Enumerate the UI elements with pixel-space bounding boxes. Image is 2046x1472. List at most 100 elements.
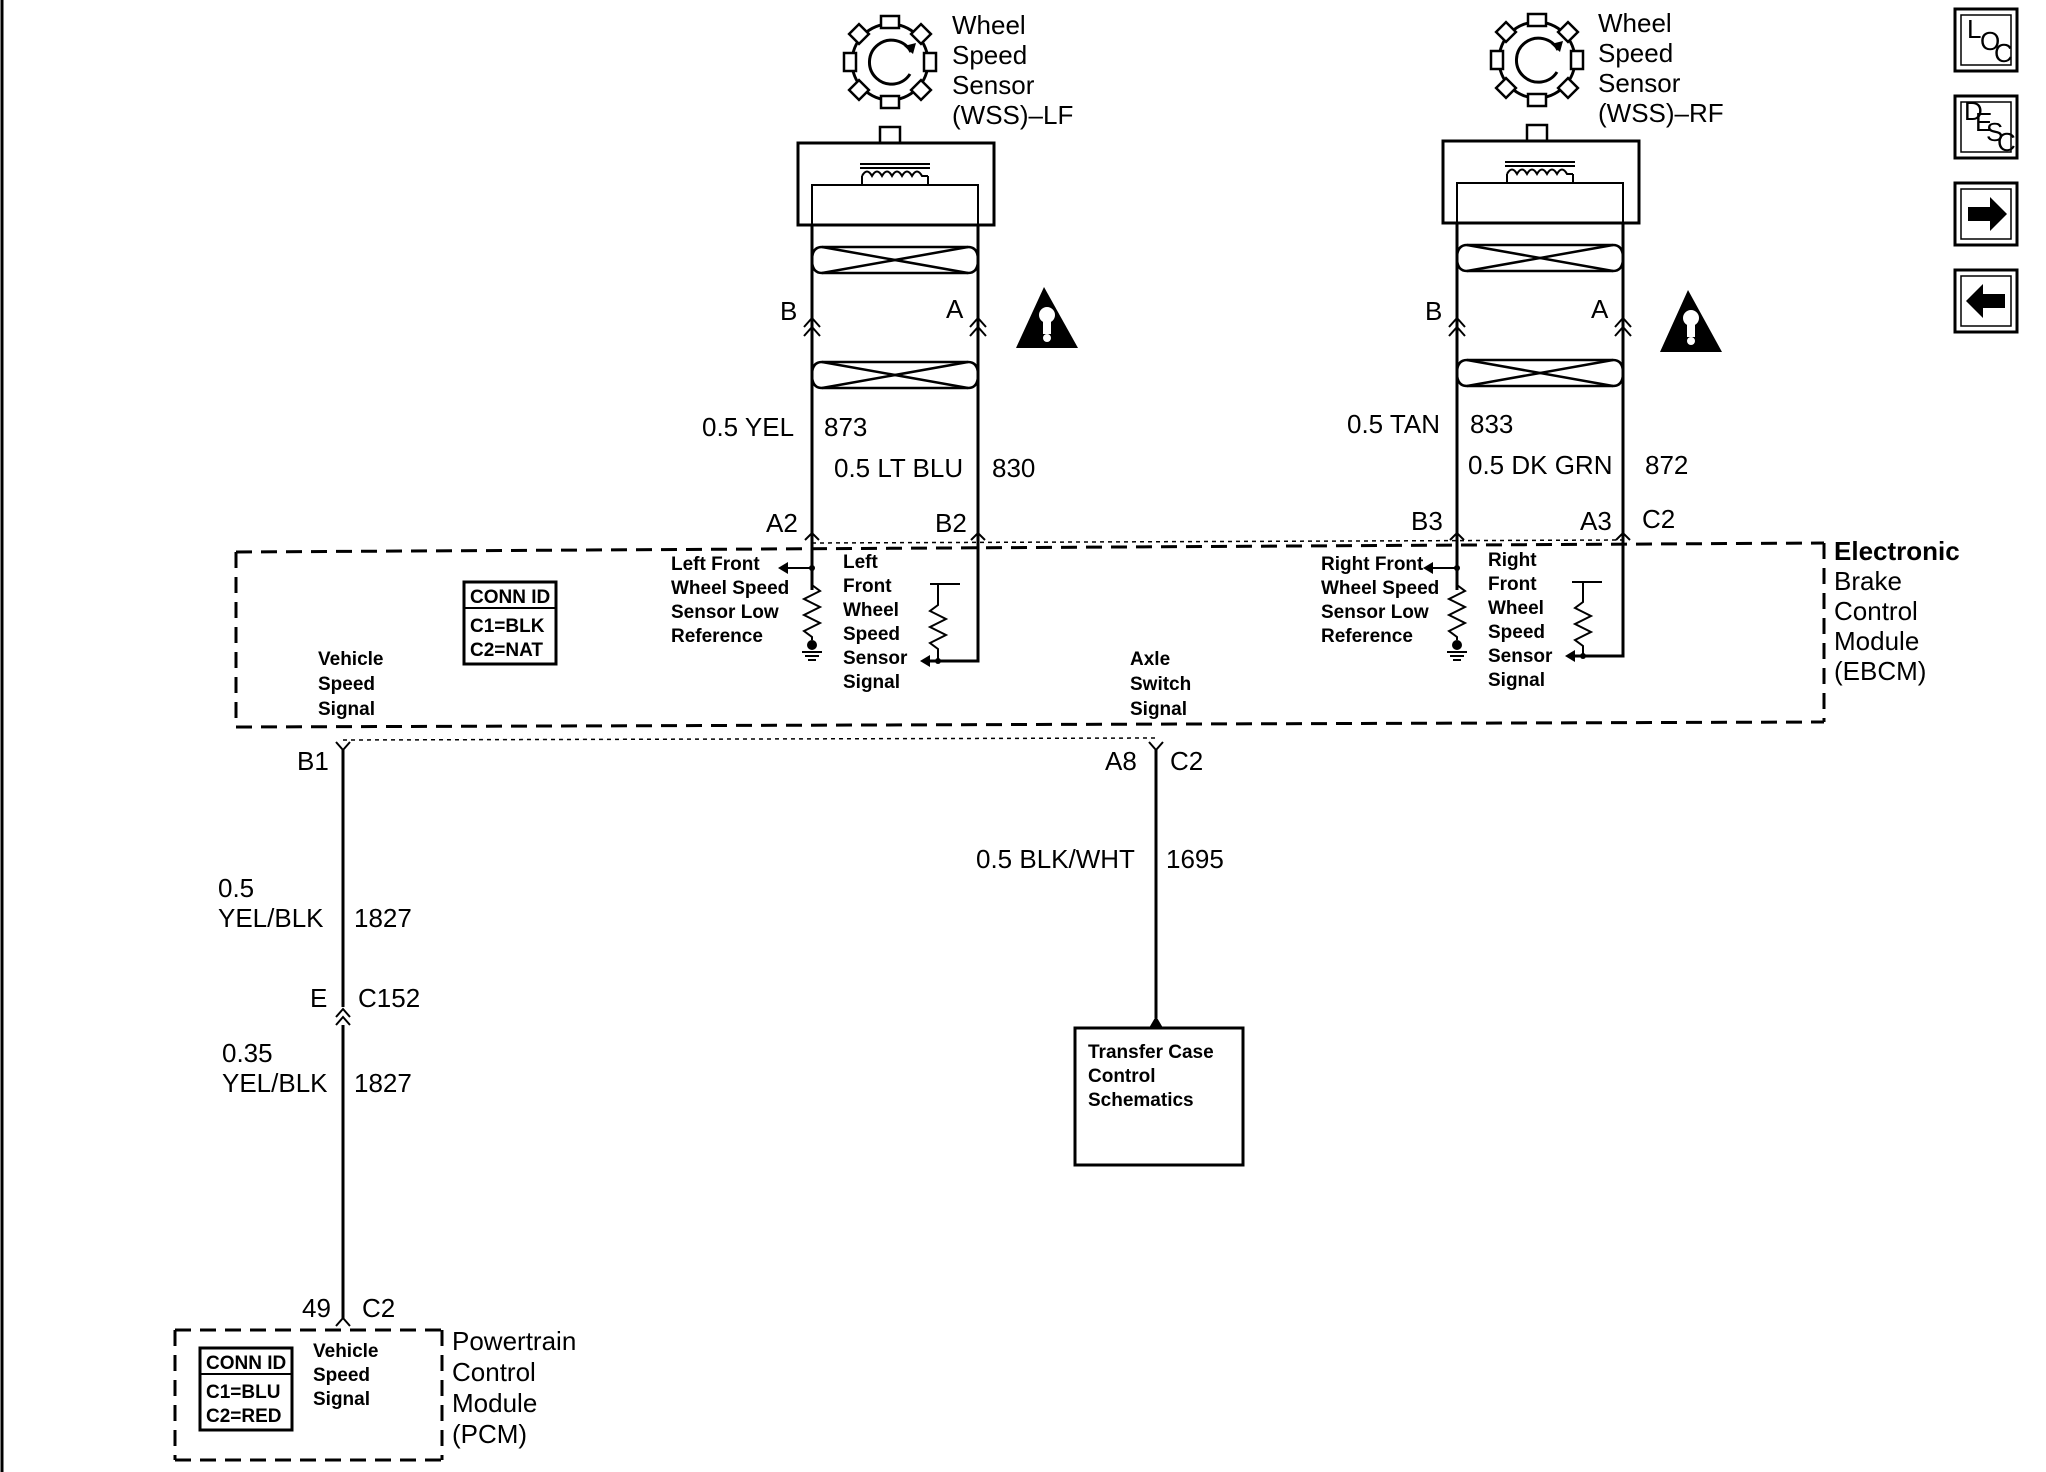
rf-signal-line5: Sensor (1488, 646, 1553, 667)
sensor-rf-pin-b: B (1425, 296, 1442, 326)
ebcm-conn-c2-axle: C2 (1170, 746, 1203, 776)
lf-low-ref-line1: Left Front (671, 554, 760, 575)
ebcm-axle-label-line1: Axle (1130, 649, 1170, 670)
wire-vss1-gauge: 0.5 (218, 873, 254, 903)
ebcm-vss-label-line1: Vehicle (318, 649, 384, 670)
pcm-pin-49: 49 (302, 1293, 331, 1323)
sensor-rf-title-line1: Wheel (1598, 8, 1672, 38)
sensor-lf-title-line2: Speed (952, 40, 1027, 70)
connector-c152 (335, 1007, 351, 1026)
pcm-conn-id-box: CONN ID C1=BLU C2=RED (198, 1346, 294, 1432)
ebcm-title-line4: Module (1834, 626, 1919, 656)
connector-rf-b (1448, 316, 1466, 337)
ebcm-boundary-top (235, 541, 1825, 554)
sensor-rf-title-line4: (WSS)–RF (1598, 98, 1724, 128)
sensor-rf-title-line2: Speed (1598, 38, 1673, 68)
wire-rf-b-circuit: 833 (1470, 409, 1513, 439)
connector-c152-pin: E (310, 983, 327, 1013)
transfer-case-line3: Schematics (1088, 1090, 1194, 1111)
loc-letter-c: C (1994, 38, 2013, 68)
connector-rf-a (1614, 316, 1632, 337)
ebcm-axle-label-line3: Signal (1130, 699, 1187, 720)
ebcm-pin-b1: B1 (297, 746, 329, 776)
tone-wheel-icon (842, 14, 938, 110)
arrow-up-icon (1149, 1016, 1163, 1028)
ground-icon (802, 640, 822, 661)
pcm-module: CONN ID C1=BLU C2=RED Vehicle Speed Sign… (173, 1326, 576, 1462)
ebcm-conn-c2-rf: C2 (1642, 504, 1675, 534)
ebcm-conn-id-box: CONN ID C1=BLK C2=NAT (462, 580, 558, 666)
lf-signal-line1: Left (843, 552, 879, 573)
desc-letter-d: D (1964, 96, 1983, 126)
wire-vss2-circuit: 1827 (354, 1068, 412, 1098)
prev-button[interactable] (1953, 268, 2019, 334)
sensor-rf-title-line3: Sensor (1598, 68, 1681, 98)
ebcm-rf-input-circuit: Right Front Wheel Speed Sensor Low Refer… (1321, 545, 1625, 691)
desc-button[interactable]: D E S C (1953, 94, 2019, 160)
ebcm-title-line2: Brake (1834, 566, 1902, 596)
pcm-vss-label-line2: Speed (313, 1365, 370, 1386)
ebcm-pin-a8: A8 (1105, 746, 1137, 776)
axle-switch-signal-circuit: A8 C2 0.5 BLK/WHT 1695 Transfer Case Con… (976, 741, 1245, 1167)
wire-rf-b-color: 0.5 TAN (1347, 409, 1440, 439)
ebcm-title-line3: Control (1834, 596, 1918, 626)
desc-letter-c: C (1997, 127, 2016, 157)
sensor-lf-title-line4: (WSS)–LF (952, 100, 1073, 130)
warning-triangle-icon (1660, 290, 1722, 352)
ebcm-conn-id-title: CONN ID (470, 587, 550, 608)
ebcm-vss-label-line2: Speed (318, 674, 375, 695)
arrow-right-icon (1968, 197, 2007, 231)
transfer-case-link-box[interactable] (1073, 1026, 1245, 1167)
ebcm-title-line5: (EBCM) (1834, 656, 1926, 686)
lf-low-ref-line4: Reference (671, 626, 763, 647)
rf-low-ref-line1: Right Front (1321, 554, 1424, 575)
loc-letter-l: L (1967, 14, 1981, 44)
transfer-case-line2: Control (1088, 1066, 1156, 1087)
lf-signal-line6: Signal (843, 672, 900, 693)
sensor-lf-title-line3: Sensor (952, 70, 1035, 100)
rf-signal-line2: Front (1488, 574, 1537, 595)
wheel-speed-sensor-rf: Wheel Speed Sensor (WSS)–RF B A 0.5 (1347, 8, 1724, 590)
sensor-lf-title-line1: Wheel (952, 10, 1026, 40)
ground-icon (1447, 640, 1467, 661)
sensor-lf-pin-a: A (946, 294, 964, 324)
lf-signal-line4: Speed (843, 624, 900, 645)
ebcm-vss-label-line3: Signal (318, 699, 375, 720)
rf-low-ref-line3: Sensor Low (1321, 602, 1429, 623)
wire-vss2-gauge: 0.35 (222, 1038, 273, 1068)
next-button[interactable] (1953, 181, 2019, 247)
connector-c152-label: C152 (358, 983, 420, 1013)
wire-vss1-circuit: 1827 (354, 903, 412, 933)
lf-signal-line3: Wheel (843, 600, 899, 621)
lf-signal-line5: Sensor (843, 648, 908, 669)
rf-low-ref-line4: Reference (1321, 626, 1413, 647)
sensor-rf-pin-a: A (1591, 294, 1609, 324)
connector-lf-a (969, 316, 987, 337)
connector-lf-b (803, 316, 821, 337)
wire-axle-color: 0.5 BLK/WHT (976, 844, 1135, 874)
wire-lf-b-color: 0.5 YEL (702, 412, 794, 442)
ebcm-conn-id-c2: C2=NAT (470, 640, 543, 661)
wire-rf-a-color: 0.5 DK GRN (1468, 450, 1613, 480)
ebcm-pin-b3: B3 (1411, 506, 1443, 536)
ebcm-title-line1: Electronic (1834, 536, 1960, 566)
lf-low-ref-line2: Wheel Speed (671, 578, 789, 599)
pcm-conn-id-c1: C1=BLU (206, 1382, 280, 1403)
ebcm-pin-a2: A2 (766, 508, 798, 538)
rf-signal-line6: Signal (1488, 670, 1545, 691)
lf-low-ref-line3: Sensor Low (671, 602, 779, 623)
wire-lf-b-circuit: 873 (824, 412, 867, 442)
warning-triangle-icon (1016, 287, 1078, 348)
wire-vss2-color: YEL/BLK (222, 1068, 328, 1098)
rf-low-ref-line2: Wheel Speed (1321, 578, 1439, 599)
ebcm-pin-a3: A3 (1580, 506, 1612, 536)
loc-button[interactable]: L O C (1953, 7, 2019, 73)
pcm-title-line2: Control (452, 1357, 536, 1387)
ebcm-conn-id-c1: C1=BLK (470, 616, 545, 637)
wire-lf-a-circuit: 830 (992, 453, 1035, 483)
rf-signal-line3: Wheel (1488, 598, 1544, 619)
pcm-title-line3: Module (452, 1388, 537, 1418)
ebcm-pin-b2: B2 (935, 508, 967, 538)
pcm-conn-id-title: CONN ID (206, 1353, 286, 1374)
